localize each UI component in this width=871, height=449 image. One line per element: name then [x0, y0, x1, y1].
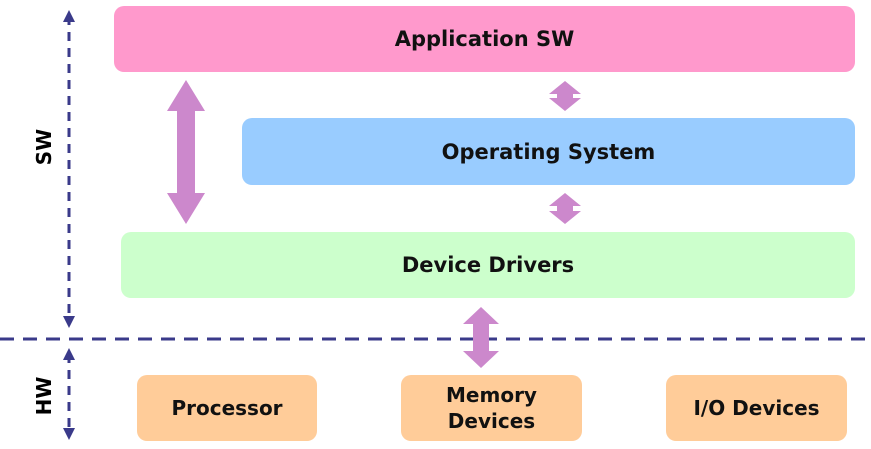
- app-driver-double-arrow: [167, 80, 205, 224]
- hw-axis-label: HW: [32, 376, 56, 416]
- processor-box: Processor: [137, 375, 317, 441]
- memory-devices-label-line2: Devices: [447, 409, 536, 433]
- driver-memory-double-arrow: [463, 307, 499, 368]
- app-os-double-arrow: [549, 81, 581, 111]
- memory-devices-label-line1: Memory: [446, 383, 537, 407]
- device-drivers-box: Device Drivers: [121, 232, 855, 298]
- memory-devices-box: Memory Devices: [401, 375, 582, 441]
- operating-system-box: Operating System: [242, 118, 855, 185]
- sw-axis-label: SW: [32, 128, 56, 166]
- io-devices-box: I/O Devices: [666, 375, 847, 441]
- application-sw-box: Application SW: [114, 6, 855, 72]
- os-driver-double-arrow: [549, 193, 581, 224]
